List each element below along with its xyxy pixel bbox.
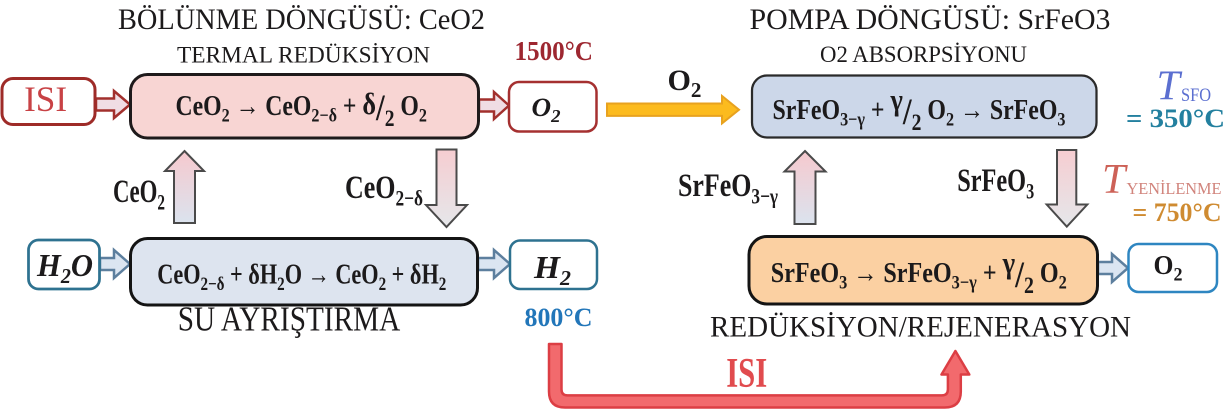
svg-text:SU AYRIŞTIRMA: SU AYRIŞTIRMA: [178, 301, 401, 339]
svg-text:POMPA DÖNGÜSÜ: SrFeO3: POMPA DÖNGÜSÜ: SrFeO3: [750, 3, 1111, 36]
svg-text:T: T: [1102, 157, 1128, 203]
svg-text:H2O: H2O: [36, 247, 93, 288]
svg-text:CeO2: CeO2: [113, 174, 165, 215]
svg-text:O2: O2: [668, 64, 702, 102]
svg-text:ISI: ISI: [726, 351, 767, 397]
svg-text:ISI: ISI: [24, 79, 67, 119]
svg-text:T: T: [1157, 64, 1183, 110]
svg-text:O2: O2: [532, 93, 561, 126]
svg-text:SrFeO3: SrFeO3: [957, 163, 1034, 204]
svg-text:REDÜKSİYON/REJENERASYON: REDÜKSİYON/REJENERASYON: [710, 311, 1131, 344]
svg-text:SFO: SFO: [1181, 85, 1211, 106]
svg-text:1500°C: 1500°C: [514, 36, 593, 66]
svg-text:CeO2−δ: CeO2−δ: [345, 170, 423, 211]
svg-text:BÖLÜNME DÖNGÜSÜ: CeO2: BÖLÜNME DÖNGÜSÜ: CeO2: [118, 3, 485, 36]
svg-text:SrFeO3−γ: SrFeO3−γ: [678, 168, 778, 209]
svg-text:YENİLENME: YENİLENME: [1127, 179, 1222, 198]
svg-text:800°C: 800°C: [525, 303, 593, 332]
svg-text:= 350°C: = 350°C: [1126, 104, 1225, 133]
svg-text:CeO2 → CeO2−δ + δ/2 O2: CeO2 → CeO2−δ + δ/2 O2: [175, 86, 427, 131]
svg-text:O2 ABSORPSİYONU: O2 ABSORPSİYONU: [820, 42, 1027, 67]
svg-text:= 750°C: = 750°C: [1133, 198, 1222, 227]
svg-text:TERMAL REDÜKSİYON: TERMAL REDÜKSİYON: [177, 43, 430, 68]
